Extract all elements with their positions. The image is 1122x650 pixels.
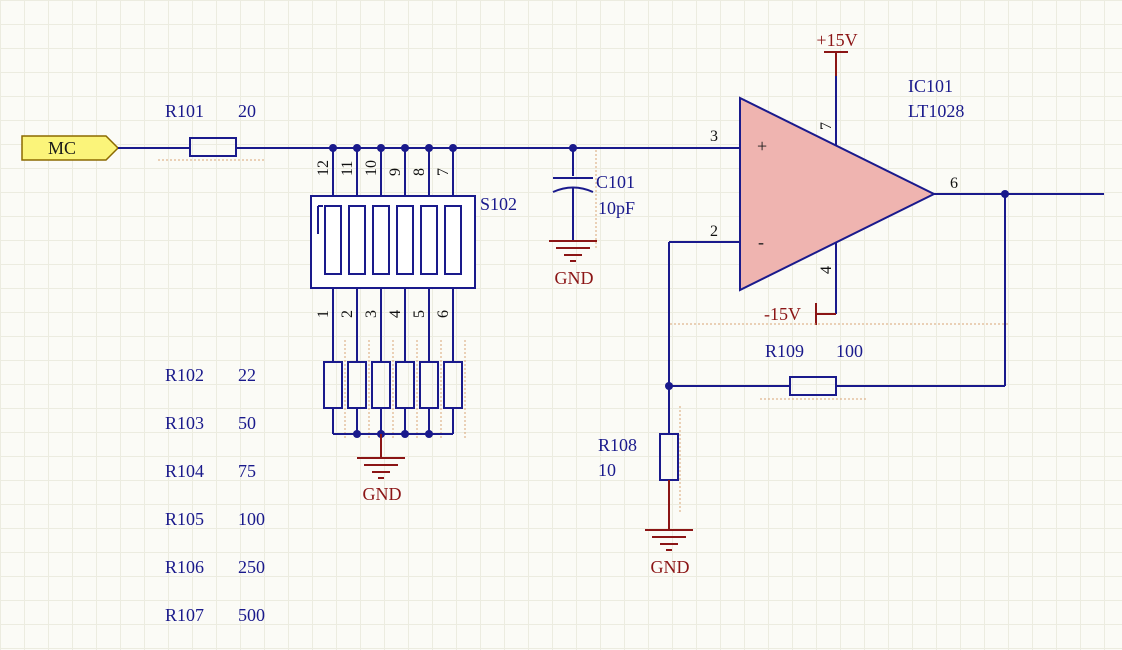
opamp-plus-sign: + <box>757 136 767 156</box>
c101-ref: C101 <box>596 172 635 192</box>
ground-symbol-bank <box>357 457 405 479</box>
net-port-mc[interactable]: MC <box>21 135 120 161</box>
svg-text:22: 22 <box>238 365 256 385</box>
opamp-minus-sign: - <box>758 232 764 252</box>
svg-text:R107: R107 <box>165 605 204 625</box>
opamp-pin-3: 3 <box>710 128 718 145</box>
gnd-label-bank: GND <box>363 484 402 504</box>
r101-value: 20 <box>238 101 256 121</box>
ground-symbol-r108 <box>645 529 693 551</box>
svg-text:10: 10 <box>363 160 380 176</box>
opamp-pin-6: 6 <box>950 175 958 192</box>
c101-value: 10pF <box>598 198 635 218</box>
switch-bottom-pins <box>332 288 454 362</box>
junction-dots-top <box>329 144 457 152</box>
svg-text:R104: R104 <box>165 461 204 481</box>
switch-top-pins <box>332 148 454 196</box>
opamp-pin-2: 2 <box>710 223 718 240</box>
svg-text:1: 1 <box>315 310 332 318</box>
svg-text:R105: R105 <box>165 509 204 529</box>
ic101-ref: IC101 <box>908 76 953 96</box>
dip-switch-s102[interactable] <box>310 195 476 289</box>
r109-ref: R109 <box>765 341 804 361</box>
svg-text:R106: R106 <box>165 557 204 577</box>
supply-negative-label: -15V <box>764 304 801 324</box>
svg-text:5: 5 <box>411 310 428 318</box>
svg-text:4: 4 <box>387 310 404 318</box>
opamp-pin-4: 4 <box>818 266 835 274</box>
supply-positive-label: +15V <box>816 30 857 50</box>
resistor-bank-ground-bus <box>332 408 454 458</box>
svg-text:11: 11 <box>339 161 356 176</box>
r109-value: 100 <box>836 341 863 361</box>
svg-text:R103: R103 <box>165 413 204 433</box>
resistor-r109[interactable] <box>760 376 866 400</box>
ground-symbol-cap <box>549 240 597 262</box>
svg-text:R102: R102 <box>165 365 204 385</box>
r108-ref: R108 <box>598 435 637 455</box>
r108-value: 10 <box>598 460 616 480</box>
capacitor-c101[interactable] <box>552 148 597 250</box>
r101-ref: R101 <box>165 101 204 121</box>
svg-text:8: 8 <box>411 168 428 176</box>
opamp-pin-7: 7 <box>818 122 835 130</box>
svg-text:250: 250 <box>238 557 265 577</box>
svg-text:500: 500 <box>238 605 265 625</box>
resistor-bank[interactable] <box>323 340 466 438</box>
s102-ref: S102 <box>480 194 517 214</box>
switch-bottom-pin-numbers: 1 2 3 4 5 6 <box>315 310 452 318</box>
net-port-label: MC <box>48 138 76 158</box>
supply-positive <box>824 51 848 146</box>
svg-text:50: 50 <box>238 413 256 433</box>
switch-top-pin-numbers: 12 11 10 9 8 7 <box>315 160 452 176</box>
gnd-label-r108: GND <box>651 557 690 577</box>
svg-text:3: 3 <box>363 310 380 318</box>
svg-text:75: 75 <box>238 461 256 481</box>
gnd-label-cap: GND <box>555 268 594 288</box>
svg-text:6: 6 <box>435 310 452 318</box>
ic101-value: LT1028 <box>908 101 964 121</box>
junction-dot-inv <box>665 382 673 390</box>
svg-text:100: 100 <box>238 509 265 529</box>
svg-text:7: 7 <box>435 168 452 176</box>
supply-negative <box>815 242 837 325</box>
svg-text:12: 12 <box>315 160 332 176</box>
svg-text:9: 9 <box>387 168 404 176</box>
svg-text:2: 2 <box>339 310 356 318</box>
resistor-value-list: R102 22 R103 50 R104 75 R105 100 R106 25… <box>165 365 265 625</box>
